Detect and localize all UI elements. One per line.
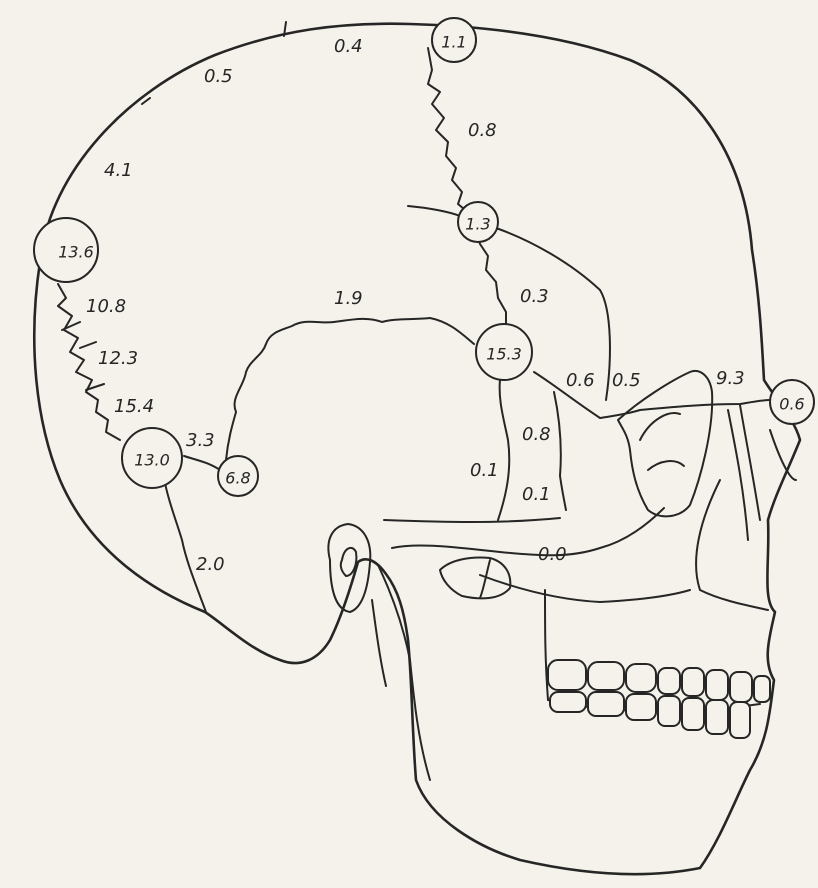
label-coronal-0-8: 0.8 bbox=[468, 120, 497, 141]
label-zygo-0-5: 0.5 bbox=[612, 370, 641, 391]
node-asterion: 13.0 bbox=[122, 428, 182, 488]
label-top-0-5: 0.5 bbox=[204, 66, 233, 87]
label-zygomatic-0-0: 0.0 bbox=[538, 544, 567, 565]
label-sphenozyg-0-6: 0.6 bbox=[566, 370, 595, 391]
occipitomastoid-suture bbox=[164, 478, 206, 612]
label-top-0-4: 0.4 bbox=[334, 36, 363, 57]
label-pterion: 15.3 bbox=[486, 345, 522, 364]
node-mastoid: 6.8 bbox=[218, 456, 258, 496]
mandible-notch bbox=[440, 558, 510, 599]
label-squamosal-1-9: 1.9 bbox=[334, 288, 363, 309]
label-mastoid: 6.8 bbox=[225, 469, 250, 488]
node-pterion: 15.3 bbox=[476, 324, 532, 380]
zygomatic-arch bbox=[392, 508, 664, 555]
squamosal-descent bbox=[226, 412, 236, 460]
label-nasal-9-3: 9.3 bbox=[716, 368, 745, 389]
label-asterion-3-3: 3.3 bbox=[186, 430, 215, 451]
node-coronal-mid: 1.3 bbox=[458, 202, 498, 242]
label-bregma: 1.1 bbox=[441, 33, 466, 52]
label-asterion: 13.0 bbox=[134, 451, 170, 470]
label-occipital-2-0: 2.0 bbox=[196, 554, 225, 575]
label-posterior-4-1: 4.1 bbox=[104, 160, 133, 181]
label-lambdoid-10-8: 10.8 bbox=[86, 296, 126, 317]
sphenoid-lines bbox=[498, 372, 640, 520]
squamosal-suture bbox=[235, 318, 474, 412]
node-bregma: 1.1 bbox=[432, 18, 476, 62]
label-lambdoid-12-3: 12.3 bbox=[98, 348, 138, 369]
label-lambdoid-15-4: 15.4 bbox=[114, 396, 154, 417]
vertex-ticks bbox=[142, 22, 286, 104]
ear-canal bbox=[328, 524, 370, 612]
orbit-outline bbox=[618, 371, 712, 516]
node-lambda: 13.6 bbox=[34, 218, 98, 282]
label-lambda: 13.6 bbox=[58, 243, 94, 262]
mandible-ramus bbox=[378, 565, 430, 780]
label-sphenoid-0-3: 0.3 bbox=[520, 286, 549, 307]
label-nasion: 0.6 bbox=[779, 395, 804, 414]
label-sphenoid-0-8: 0.8 bbox=[522, 424, 551, 445]
parietomastoid-suture bbox=[184, 456, 220, 470]
node-nasion: 0.6 bbox=[770, 380, 814, 424]
label-coronal-mid: 1.3 bbox=[465, 215, 490, 234]
coronal-suture bbox=[428, 48, 506, 326]
zygomatic-lower bbox=[384, 518, 690, 602]
orbit-inner bbox=[640, 413, 684, 470]
label-temporal-0-1b: 0.1 bbox=[522, 484, 551, 505]
zygomatic-frontal-line bbox=[640, 400, 770, 410]
styloid bbox=[372, 600, 386, 686]
label-temporal-0-1a: 0.1 bbox=[470, 460, 499, 481]
